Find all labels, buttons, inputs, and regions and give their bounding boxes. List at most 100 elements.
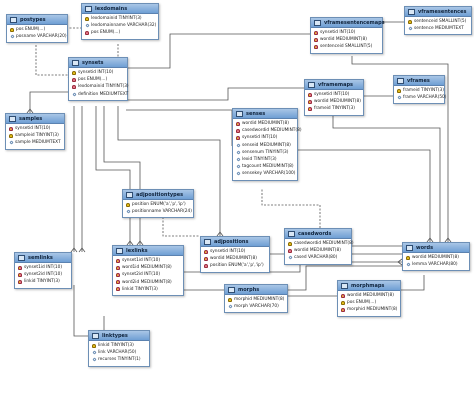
column-row[interactable]: synset1id INT(10)	[116, 257, 181, 264]
column-label: pos ENUM(...)	[78, 77, 108, 83]
table-morphmaps[interactable]: morphmaps wordid MEDIUMINT(8) pos ENUM(.…	[337, 280, 401, 317]
column-row[interactable]: synset2id INT(10)	[18, 271, 69, 278]
column-row[interactable]: synsetid INT(10)	[204, 248, 267, 255]
table-title: vframesentencemaps	[324, 19, 385, 26]
column-row[interactable]: lexid TINYINT(3)	[235, 156, 295, 163]
table-header[interactable]: synsets	[69, 58, 127, 68]
column-row[interactable]: pos ENUM(...)	[72, 76, 125, 83]
column-row[interactable]: lexdomainname VARCHAR(32)	[84, 22, 157, 29]
column-row[interactable]: word2id MEDIUMINT(8)	[116, 279, 181, 286]
table-synsets[interactable]: synsets synsetid INT(10) pos ENUM(...) l…	[68, 57, 129, 101]
table-header[interactable]: vframes	[394, 76, 444, 86]
table-lexdomains[interactable]: lexdomains lexdomainid TINYINT(3) lexdom…	[81, 3, 159, 40]
column-row[interactable]: linkid TINYINT(3)	[116, 286, 181, 293]
column-row[interactable]: synsetid INT(10)	[72, 69, 125, 76]
column-row[interactable]: tagcount MEDIUMINT(8)	[235, 163, 295, 170]
table-morphs[interactable]: morphs morphid MEDIUMINT(8) morph VARCHA…	[224, 284, 288, 314]
column-row[interactable]: morphid MEDIUMINT(8)	[341, 306, 398, 313]
column-row[interactable]: position ENUM('a','p','ip')	[204, 262, 267, 269]
column-row[interactable]: synsetid INT(10)	[308, 91, 361, 98]
column-row[interactable]: linkid TINYINT(3)	[18, 278, 69, 285]
column-label: posname VARCHAR(20)	[16, 34, 67, 40]
table-header[interactable]: words	[403, 243, 469, 253]
column-row[interactable]: recurses TINYINT(1)	[91, 356, 147, 363]
column-row[interactable]: positionname VARCHAR(24)	[125, 208, 192, 215]
table-header[interactable]: lexdomains	[82, 4, 158, 14]
column-row[interactable]: pos ENUM(...)	[85, 29, 156, 36]
table-semlinks[interactable]: semlinks synset1id INT(10) synset2id INT…	[14, 252, 72, 289]
column-row[interactable]: casedwordid MEDIUMINT(8)	[236, 127, 302, 134]
column-row[interactable]: cased VARCHAR(80)	[287, 254, 349, 261]
column-row[interactable]: frameid TINYINT(3)	[397, 87, 444, 94]
column-row[interactable]: synsetid INT(10)	[314, 29, 380, 36]
column-row[interactable]: linkid TINYINT(3)	[92, 342, 147, 349]
crowfoot-words-lexlinks	[397, 258, 403, 266]
table-icon	[314, 19, 321, 26]
table-header[interactable]: lexlinks	[113, 246, 183, 256]
table-casedwords[interactable]: casedwords casedwordid MEDIUMINT(8) word…	[284, 228, 354, 265]
column-row[interactable]: sensenum TINYINT(3)	[235, 149, 295, 156]
table-adjpositions[interactable]: adjpositions synsetid INT(10) wordid MED…	[200, 236, 270, 273]
table-header[interactable]: morphmaps	[338, 281, 400, 291]
column-row[interactable]: synset1id INT(10)	[18, 264, 69, 271]
column-row[interactable]: lemma VARCHAR(80)	[405, 261, 467, 268]
table-header[interactable]: morphs	[225, 285, 287, 295]
table-header[interactable]: vframemaps	[305, 80, 363, 90]
table-vframesentences[interactable]: vframesentences sentenceid SMALLINT(5) s…	[404, 6, 472, 36]
table-vframemaps[interactable]: vframemaps synsetid INT(10) wordid MEDIU…	[304, 79, 364, 116]
column-row[interactable]: sentenceid SMALLINT(5)	[314, 43, 380, 50]
table-adjpositiontypes[interactable]: adjpositiontypes position ENUM('a','p','…	[122, 189, 194, 219]
table-header[interactable]: senses	[233, 109, 297, 119]
column-row[interactable]: wordid MEDIUMINT(8)	[288, 247, 349, 254]
column-row[interactable]: link VARCHAR(50)	[91, 349, 147, 356]
column-row[interactable]: definition MEDIUMTEXT	[71, 91, 128, 98]
table-header[interactable]: vframesentencemaps	[311, 18, 385, 28]
column-row[interactable]: synsetid INT(10)	[9, 125, 62, 132]
column-row[interactable]: lexdomainid TINYINT(3)	[72, 83, 129, 90]
column-row[interactable]: sampleid TINYINT(3)	[9, 132, 62, 139]
table-senses[interactable]: senses wordid MEDIUMINT(8) casedwordid M…	[232, 108, 302, 181]
column-row[interactable]: wordid MEDIUMINT(8)	[406, 254, 467, 261]
table-vframesentencemaps[interactable]: vframesentencemaps synsetid INT(10) word…	[310, 17, 385, 54]
column-row[interactable]: pos ENUM(...)	[10, 26, 65, 33]
column-row[interactable]: wordid MEDIUMINT(8)	[314, 36, 380, 43]
column-row[interactable]: synsetid INT(10)	[236, 134, 295, 141]
table-postypes[interactable]: postypes pos ENUM(...) posname VARCHAR(2…	[6, 14, 68, 44]
column-row[interactable]: morph VARCHAR(70)	[227, 303, 285, 310]
table-header[interactable]: samples	[6, 114, 64, 124]
column-row[interactable]: wordid MEDIUMINT(8)	[308, 98, 361, 105]
column-row[interactable]: wordid MEDIUMINT(8)	[204, 255, 267, 262]
column-row[interactable]: posname VARCHAR(20)	[9, 33, 67, 40]
column-label: recurses TINYINT(1)	[98, 357, 141, 363]
table-lexlinks[interactable]: lexlinks synset1id INT(10) word1id MEDIU…	[112, 245, 184, 296]
column-row[interactable]: sentence MEDIUMTEXT	[407, 25, 469, 32]
column-row[interactable]: senseid MEDIUMINT(8)	[235, 142, 295, 149]
column-row[interactable]: frameid TINYINT(3)	[308, 105, 361, 112]
column-row[interactable]: pos ENUM(...)	[341, 299, 398, 306]
table-header[interactable]: adjpositiontypes	[123, 190, 193, 200]
column-row[interactable]: frame VARCHAR(50)	[396, 94, 446, 101]
table-header[interactable]: linktypes	[89, 331, 149, 341]
column-label: lexdomainname VARCHAR(32)	[91, 23, 157, 29]
column-row[interactable]: sensekey VARCHAR(100)	[235, 170, 295, 177]
column-row[interactable]: sentenceid SMALLINT(5)	[408, 18, 469, 25]
column-label: linkid TINYINT(3)	[98, 343, 134, 349]
column-row[interactable]: morphid MEDIUMINT(8)	[228, 296, 285, 303]
column-row[interactable]: sample MEDIUMTEXT	[8, 139, 62, 146]
table-header[interactable]: adjpositions	[201, 237, 269, 247]
table-linktypes[interactable]: linktypes linkid TINYINT(3) link VARCHAR…	[88, 330, 150, 367]
table-header[interactable]: vframesentences	[405, 7, 471, 17]
column-row[interactable]: casedwordid MEDIUMINT(8)	[288, 240, 354, 247]
table-vframes[interactable]: vframes frameid TINYINT(3) frame VARCHAR…	[393, 75, 446, 105]
table-header[interactable]: postypes	[7, 15, 67, 25]
column-row[interactable]: wordid MEDIUMINT(8)	[236, 120, 295, 127]
table-header[interactable]: casedwords	[285, 229, 351, 239]
column-row[interactable]: synset2id INT(10)	[116, 271, 181, 278]
table-header[interactable]: semlinks	[15, 253, 71, 263]
table-words[interactable]: words wordid MEDIUMINT(8) lemma VARCHAR(…	[402, 242, 470, 272]
column-row[interactable]: word1id MEDIUMINT(8)	[116, 264, 181, 271]
column-row[interactable]: position ENUM('a','p','ip')	[126, 201, 191, 208]
column-row[interactable]: wordid MEDIUMINT(8)	[341, 292, 398, 299]
table-samples[interactable]: samples synsetid INT(10) sampleid TINYIN…	[5, 113, 65, 150]
column-row[interactable]: lexdomainid TINYINT(3)	[85, 15, 156, 22]
